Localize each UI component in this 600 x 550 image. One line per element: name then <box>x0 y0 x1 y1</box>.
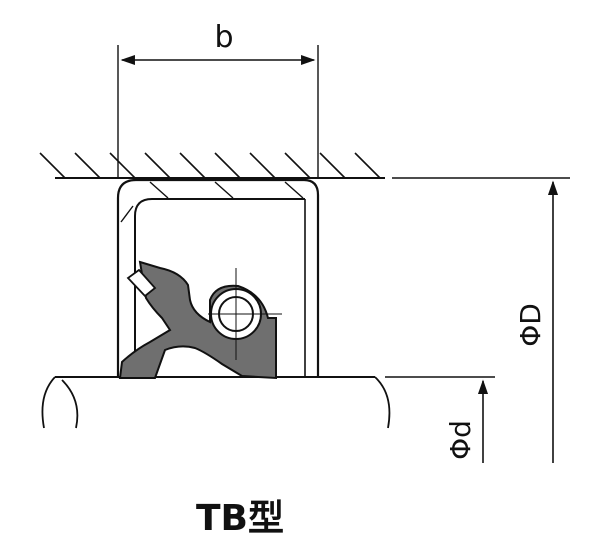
outer-diameter-label: ΦD <box>514 303 547 347</box>
seal-metal-case <box>116 178 320 377</box>
dimension-b: b <box>117 20 319 178</box>
diagram-caption: TB型 <box>196 498 284 539</box>
dimension-inner-diameter: Φd <box>385 376 495 463</box>
shaft <box>41 376 391 429</box>
dimension-outer-diameter: ΦD <box>392 177 570 463</box>
garter-spring <box>208 268 282 360</box>
dimension-b-label: b <box>214 20 233 55</box>
housing-surface <box>39 152 385 179</box>
inner-diameter-label: Φd <box>444 420 477 460</box>
